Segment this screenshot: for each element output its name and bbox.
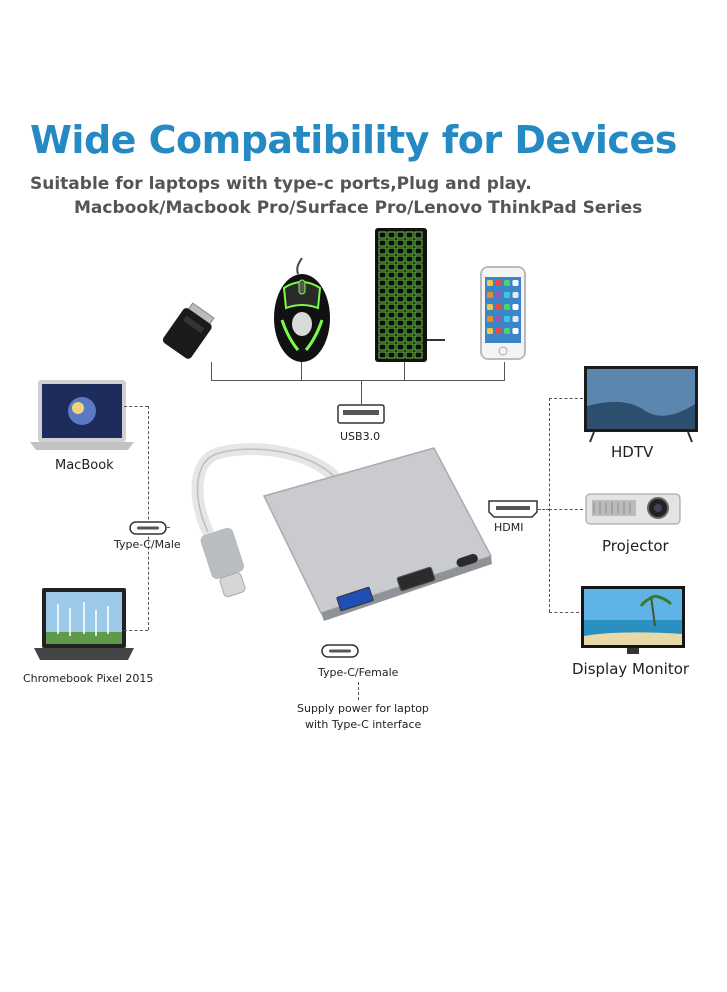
- right-connector-vertical: [549, 398, 550, 612]
- keyboard-icon: [375, 228, 447, 362]
- power-note-line-1: Supply power for laptop: [297, 702, 429, 715]
- usb-port-icon: [337, 404, 385, 424]
- type-c-female-label: Type-C/Female: [318, 666, 399, 679]
- bracket-tick: [301, 362, 302, 380]
- right-connector-projector: [549, 509, 583, 510]
- top-bracket-line: [211, 380, 505, 381]
- type-c-port-icon: [129, 521, 167, 535]
- right-connector-port: [538, 509, 549, 510]
- bottom-connector: [358, 682, 359, 700]
- usb-c-hub-adapter-icon: [186, 438, 496, 628]
- left-connector-vertical: [148, 406, 149, 630]
- bracket-tick: [211, 362, 212, 380]
- gaming-mouse-icon: [268, 258, 336, 364]
- projector-label: Projector: [602, 537, 669, 555]
- macbook-laptop-icon: [30, 378, 134, 452]
- bracket-tick: [504, 362, 505, 380]
- bracket-stem: [361, 380, 362, 404]
- hdmi-port-label: HDMI: [494, 521, 524, 534]
- type-c-female-port-icon: [321, 644, 359, 658]
- hdtv-icon: [584, 366, 698, 444]
- smartphone-icon: [480, 266, 526, 360]
- display-monitor-icon: [581, 586, 685, 656]
- type-c-male-label: Type-C/Male: [114, 538, 181, 551]
- right-connector-monitor: [549, 612, 579, 613]
- right-connector-hdtv: [549, 398, 583, 399]
- usb-flash-drive-icon: [158, 300, 220, 362]
- left-connector-bottom: [124, 630, 148, 631]
- bracket-tick: [404, 362, 405, 380]
- projector-icon: [584, 488, 682, 528]
- subtitle-line-1: Suitable for laptops with type-c ports,P…: [30, 174, 532, 194]
- macbook-label: MacBook: [55, 458, 114, 473]
- hdtv-label: HDTV: [611, 443, 654, 461]
- chromebook-label: Chromebook Pixel 2015: [23, 672, 154, 685]
- display-monitor-label: Display Monitor: [572, 660, 690, 678]
- page-title: Wide Compatibility for Devices: [30, 118, 677, 162]
- power-note-line-2: with Type-C interface: [305, 718, 422, 731]
- left-connector-top: [124, 406, 148, 407]
- chromebook-laptop-icon: [34, 586, 134, 662]
- hdmi-port-icon: [488, 500, 538, 518]
- subtitle-line-2: Macbook/Macbook Pro/Surface Pro/Lenovo T…: [74, 198, 643, 218]
- usb-port-label: USB3.0: [340, 430, 381, 443]
